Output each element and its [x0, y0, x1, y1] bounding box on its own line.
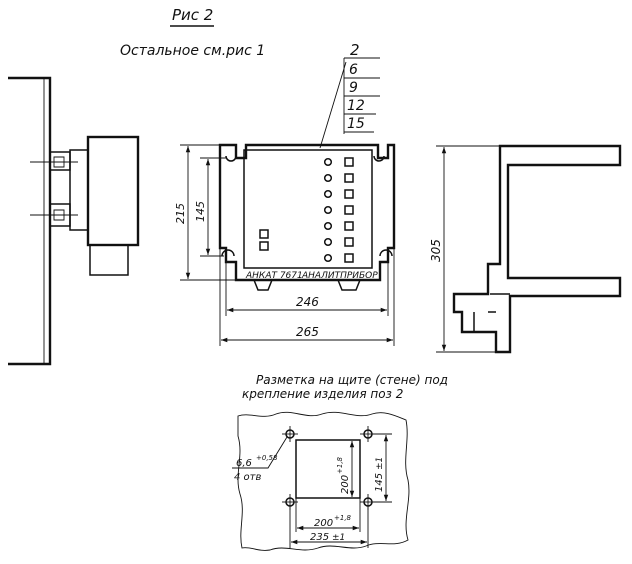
- panel-key: [259, 241, 269, 251]
- cutout-height: 200: [340, 475, 351, 494]
- device-label: АНКАТ 7671: [245, 271, 303, 281]
- cutout-height-tol: +1,8: [336, 456, 344, 474]
- indicator-led: [323, 189, 333, 199]
- mounted-unit-bottom: [89, 244, 129, 276]
- indicator-led: [323, 173, 333, 183]
- hole-count: 4 отв: [234, 472, 261, 483]
- panel-break-outline: [237, 411, 410, 551]
- indicator-led: [323, 157, 333, 167]
- indicator-column: [323, 157, 333, 263]
- front-foot: [253, 279, 361, 291]
- wall-side-view: [8, 76, 140, 366]
- callout-leader: [319, 61, 347, 149]
- wall-outline: [8, 76, 52, 366]
- dim-label-215: 215: [174, 203, 187, 224]
- indicator-led: [323, 253, 333, 263]
- panel-key: [344, 221, 354, 231]
- panel-key: [259, 229, 269, 239]
- front-housing-outline: [218, 143, 396, 282]
- dim-label-246: 246: [296, 295, 319, 309]
- front-view: АНКАТ 7671 АНАЛИТПРИБОР 215 145 246 265: [174, 143, 396, 346]
- callout-item: 15: [347, 116, 365, 132]
- panel-key: [344, 205, 354, 215]
- callout-item: 2: [350, 41, 360, 59]
- hole-diameter: 6,6: [236, 458, 252, 469]
- hole-tolerance: +0,58: [256, 454, 278, 462]
- dim-label-265: 265: [296, 325, 319, 339]
- panel-key: [344, 189, 354, 199]
- figure-note: Остальное см.рис 1: [120, 43, 265, 59]
- hole-spacing-height-tol: ±1: [375, 457, 385, 470]
- mounting-caption-line1: Разметка на щите (стене) под: [256, 373, 448, 387]
- mounted-unit-body: [86, 135, 140, 247]
- callout-item: 9: [349, 80, 358, 96]
- panel-key: [344, 157, 354, 167]
- indicator-led: [323, 205, 333, 215]
- dim-label-305: 305: [429, 239, 443, 262]
- cutout-width: 200: [314, 518, 333, 529]
- hole-spacing-width-tol: ±1: [332, 533, 345, 543]
- figure-header: Рис 2 Остальное см.рис 1: [120, 6, 265, 59]
- side-housing-outline: [452, 144, 622, 354]
- panel-key: [344, 237, 354, 247]
- maker-label: АНАЛИТПРИБОР: [301, 271, 378, 281]
- callout-item: 6: [349, 62, 358, 78]
- callout-table: 2 6 9 12 15: [319, 41, 380, 149]
- cutout-rectangle: [295, 439, 361, 499]
- panel-key: [344, 173, 354, 183]
- dim-label-145: 145: [194, 201, 207, 222]
- figure-title: Рис 2: [172, 6, 213, 24]
- cutout-width-tol: +1,8: [334, 514, 352, 522]
- mounting-layout: Разметка на щите (стене) под крепление и…: [232, 373, 448, 551]
- callout-item: 12: [347, 98, 365, 114]
- mounting-caption-line2: крепление изделия поз 2: [242, 387, 403, 401]
- button-column: [344, 157, 354, 263]
- indicator-led: [323, 237, 333, 247]
- side-view: 305: [429, 144, 622, 354]
- hole-spacing-width: 235: [310, 532, 329, 543]
- hole-spacing-height: 145: [374, 473, 385, 492]
- panel-key: [344, 253, 354, 263]
- indicator-led: [323, 221, 333, 231]
- hole-leader: [232, 436, 288, 469]
